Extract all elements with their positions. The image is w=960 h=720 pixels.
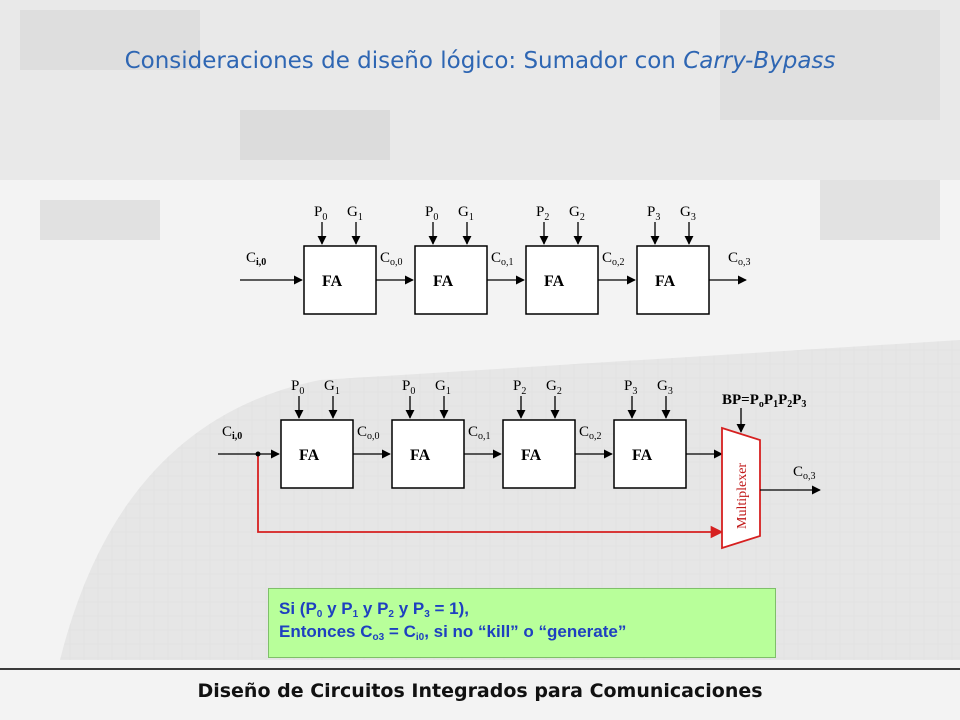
bottom-fa-1-label: FA [410, 447, 431, 464]
multiplexer [721, 426, 761, 550]
top-p0-label: P0 [314, 204, 327, 223]
bottom-fa-3 [613, 419, 687, 489]
footer-divider [0, 668, 960, 670]
bottom-c1-label: Co,1 [468, 424, 491, 442]
note-line-2: Entonces Co3 = Ci0, si no “kill” o “gene… [279, 622, 627, 643]
bypass-junction [255, 451, 261, 457]
condition-note: Si (P0 y P1 y P2 y P3 = 1), Entonces Co3… [268, 588, 776, 658]
bottom-g0-label: G1 [324, 378, 340, 397]
top-fa-3-label: FA [655, 273, 676, 290]
top-g0-label: G1 [347, 204, 363, 223]
top-p1-label: P0 [425, 204, 438, 223]
bottom-p1-label: P0 [402, 378, 415, 397]
bottom-cin-label: Ci,0 [222, 424, 242, 442]
top-g3-label: G3 [680, 204, 696, 223]
bottom-p3-label: P3 [624, 378, 637, 397]
bottom-fa-0-label: FA [299, 447, 320, 464]
top-fa-1 [414, 245, 488, 315]
bottom-g1-label: G1 [435, 378, 451, 397]
bottom-fa-2-label: FA [521, 447, 542, 464]
top-fa-0-label: FA [322, 273, 343, 290]
bottom-g3-label: G3 [657, 378, 673, 397]
bp-expression: BP=PoP1P2P3 [722, 392, 806, 410]
top-c0-label: Co,0 [380, 250, 403, 268]
bottom-g2-label: G2 [546, 378, 562, 397]
top-c1-label: Co,1 [491, 250, 514, 268]
bottom-p2-label: P2 [513, 378, 526, 397]
top-cin-label: Ci,0 [246, 250, 266, 268]
slide-title: Consideraciones de diseño lógico: Sumado… [124, 48, 836, 74]
top-g2-label: G2 [569, 204, 585, 223]
top-c2-label: Co,2 [602, 250, 625, 268]
footer-text: Diseño de Circuitos Integrados para Comu… [197, 680, 763, 702]
bottom-c0-label: Co,0 [357, 424, 380, 442]
bottom-c3-label: Co,3 [793, 464, 816, 482]
bypass-wire [257, 454, 724, 539]
bottom-chain: FA FA FA FA P0 G1 P0 G1 P2 G2 [218, 378, 821, 550]
top-fa-2 [525, 245, 599, 315]
top-c3-label: Co,3 [728, 250, 751, 268]
top-g1-label: G1 [458, 204, 474, 223]
multiplexer-label: Multiplexer [735, 463, 750, 529]
bottom-fa-2 [502, 419, 576, 489]
bottom-p0-label: P0 [291, 378, 304, 397]
bottom-fa-3-label: FA [632, 447, 653, 464]
top-fa-2-label: FA [544, 273, 565, 290]
top-fa-0 [303, 245, 377, 315]
note-line-1: Si (P0 y P1 y P2 y P3 = 1), [279, 599, 470, 620]
top-p2-label: P2 [536, 204, 549, 223]
bottom-fa-0 [280, 419, 354, 489]
top-p3-label: P3 [647, 204, 660, 223]
bottom-c2-label: Co,2 [579, 424, 602, 442]
bottom-fa-1 [391, 419, 465, 489]
top-chain: FA FA FA FA P0 G1 P0 G1 P2 G2 [240, 204, 751, 315]
top-fa-1-label: FA [433, 273, 454, 290]
